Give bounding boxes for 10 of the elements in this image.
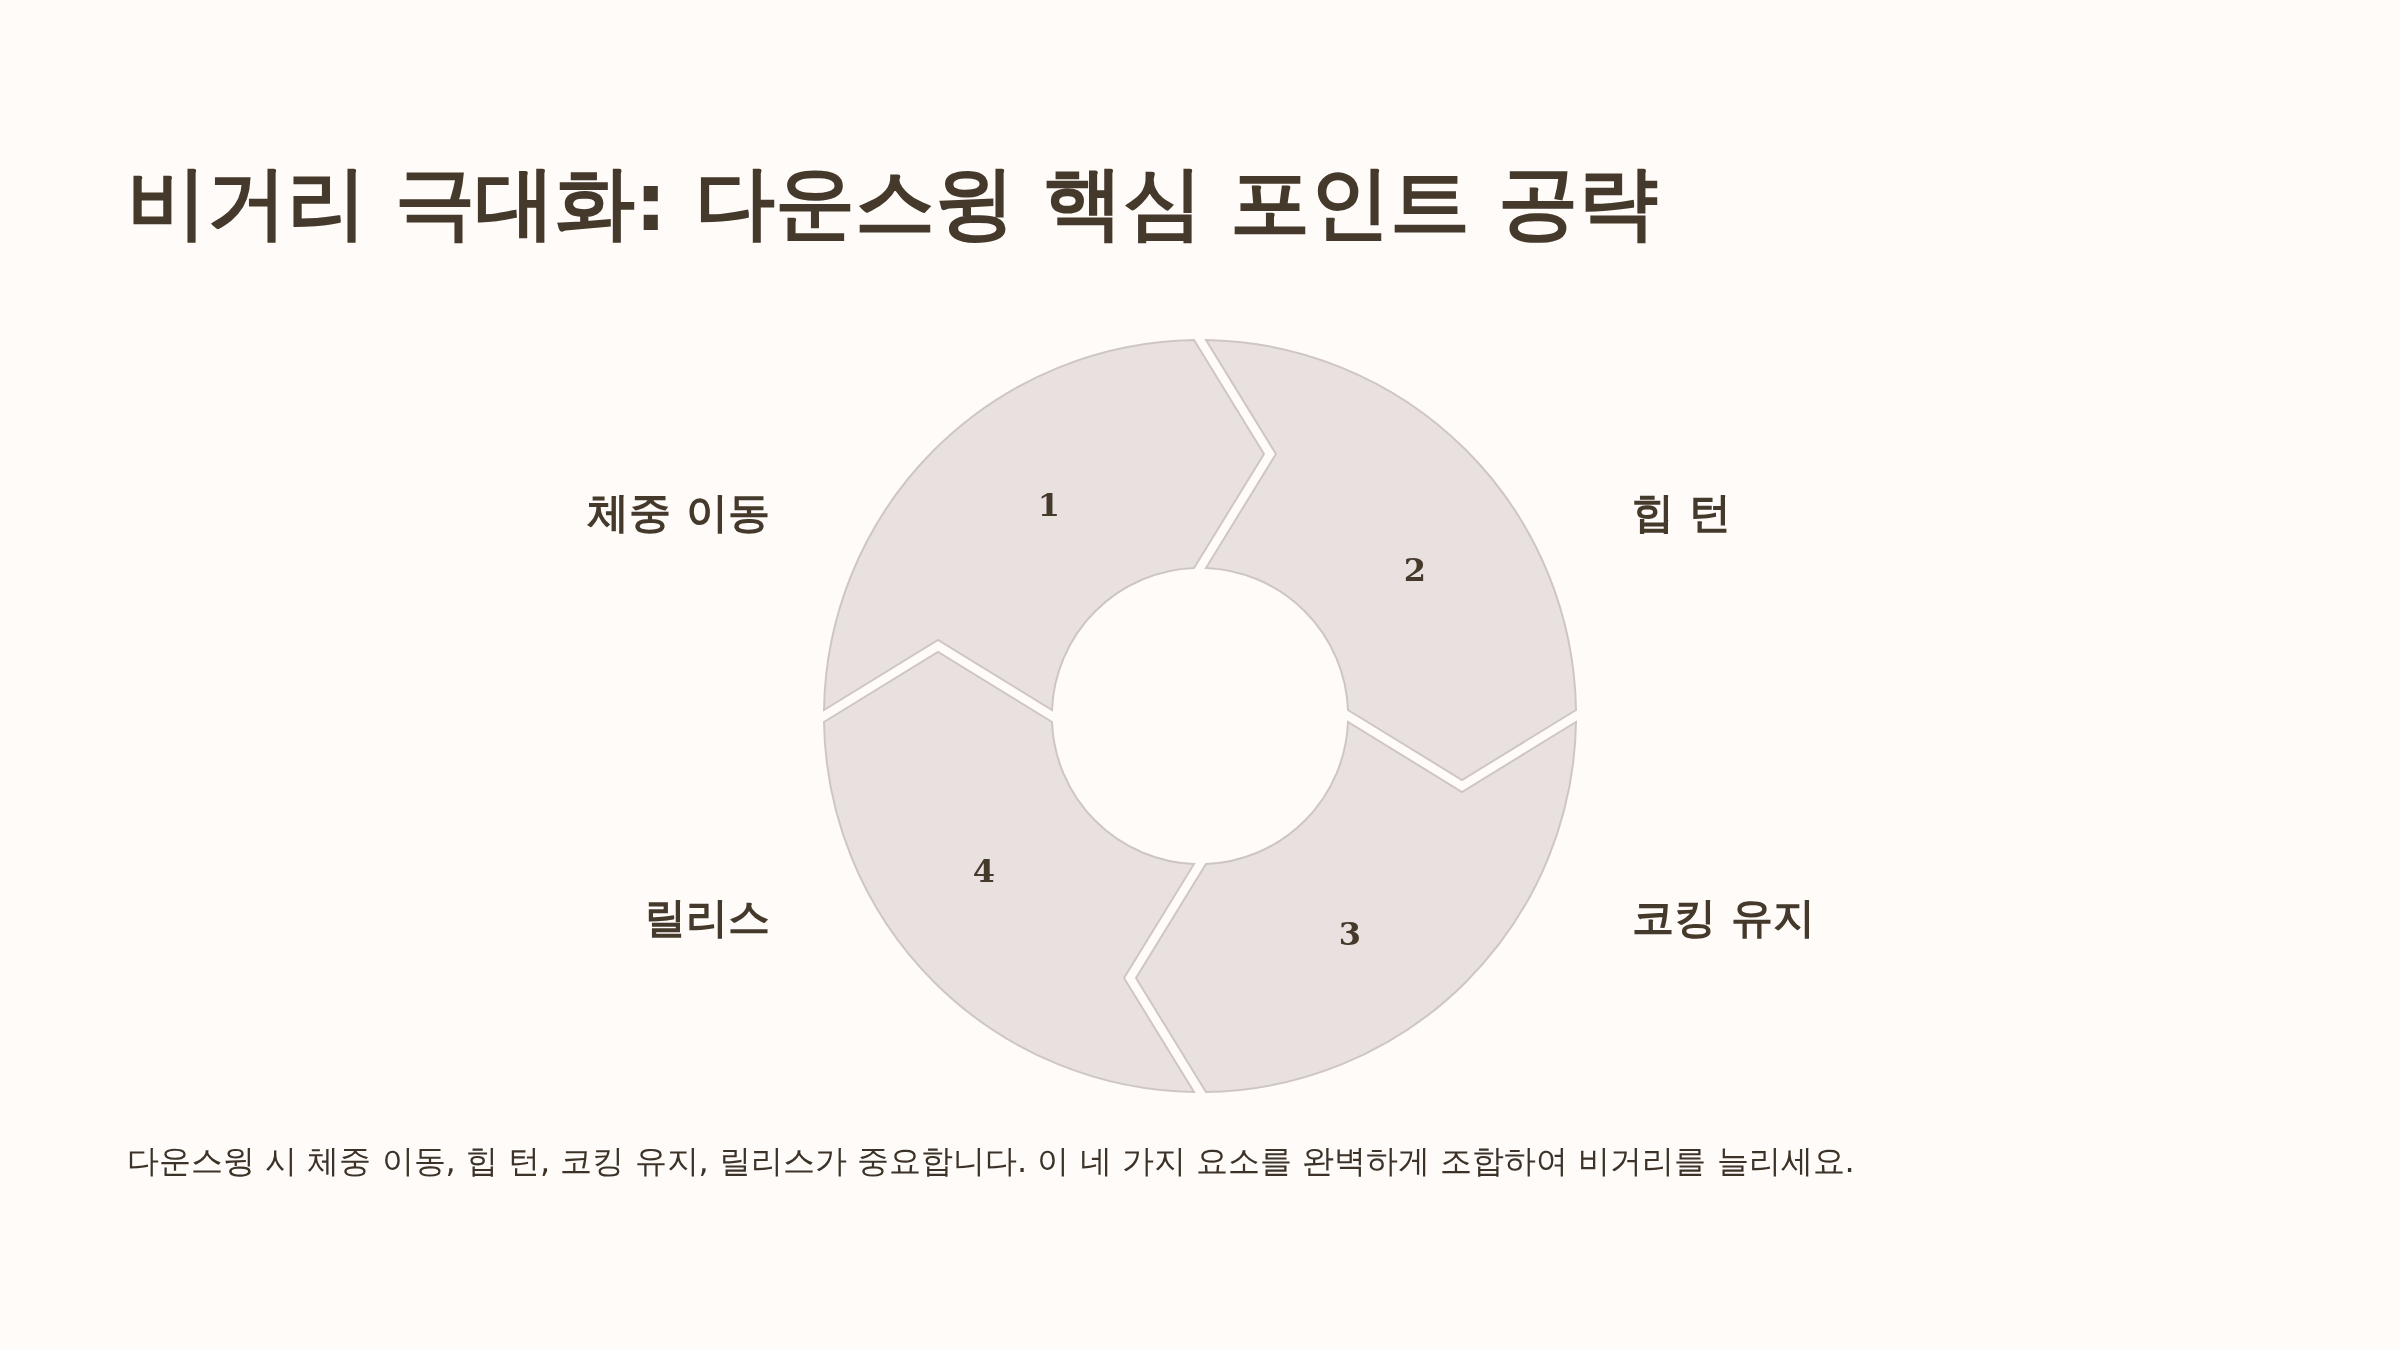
title: 비거리 극대화: 다운스윙 핵심 포인트 공략 bbox=[127, 155, 1659, 251]
step-number: 3 bbox=[1338, 915, 1362, 953]
step-label: 체중 이동 bbox=[587, 487, 770, 539]
step-label: 힙 턴 bbox=[1632, 487, 1731, 539]
step-number: 1 bbox=[1037, 486, 1061, 524]
step-number: 4 bbox=[972, 852, 996, 890]
step-label: 릴리스 bbox=[644, 892, 770, 944]
step-number: 2 bbox=[1403, 551, 1427, 589]
caption: 다운스윙 시 체중 이동, 힙 턴, 코킹 유지, 릴리스가 중요합니다. 이 네 가지 요소를 완벽하게 조합하여 비거리를 늘리세요. bbox=[127, 1141, 1855, 1182]
step-label: 코킹 유지 bbox=[1632, 892, 1815, 944]
